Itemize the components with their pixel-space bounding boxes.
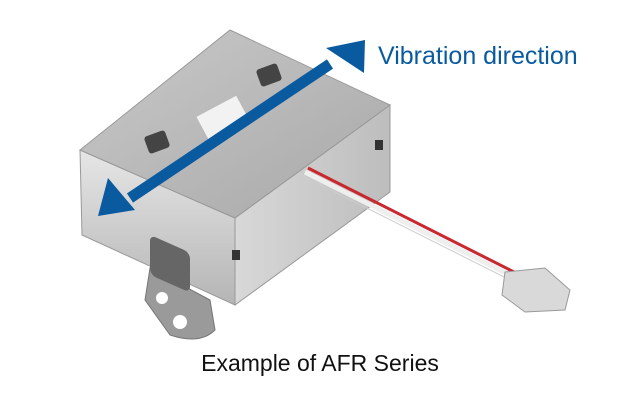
front-slot xyxy=(150,236,190,291)
vibration-direction-arrow xyxy=(98,40,365,216)
figure-caption: Example of AFR Series xyxy=(201,350,439,376)
connector xyxy=(501,267,571,313)
mounting-tab xyxy=(144,267,216,340)
mounting-hole xyxy=(156,292,168,304)
side-hole xyxy=(375,140,383,150)
cable xyxy=(302,166,571,313)
top-pad xyxy=(256,63,282,87)
side-hole xyxy=(232,250,240,260)
vibration-direction-label: Vibration direction xyxy=(378,42,578,70)
mounting-hole xyxy=(173,315,187,329)
product-label xyxy=(196,95,249,140)
top-pad xyxy=(144,130,170,154)
